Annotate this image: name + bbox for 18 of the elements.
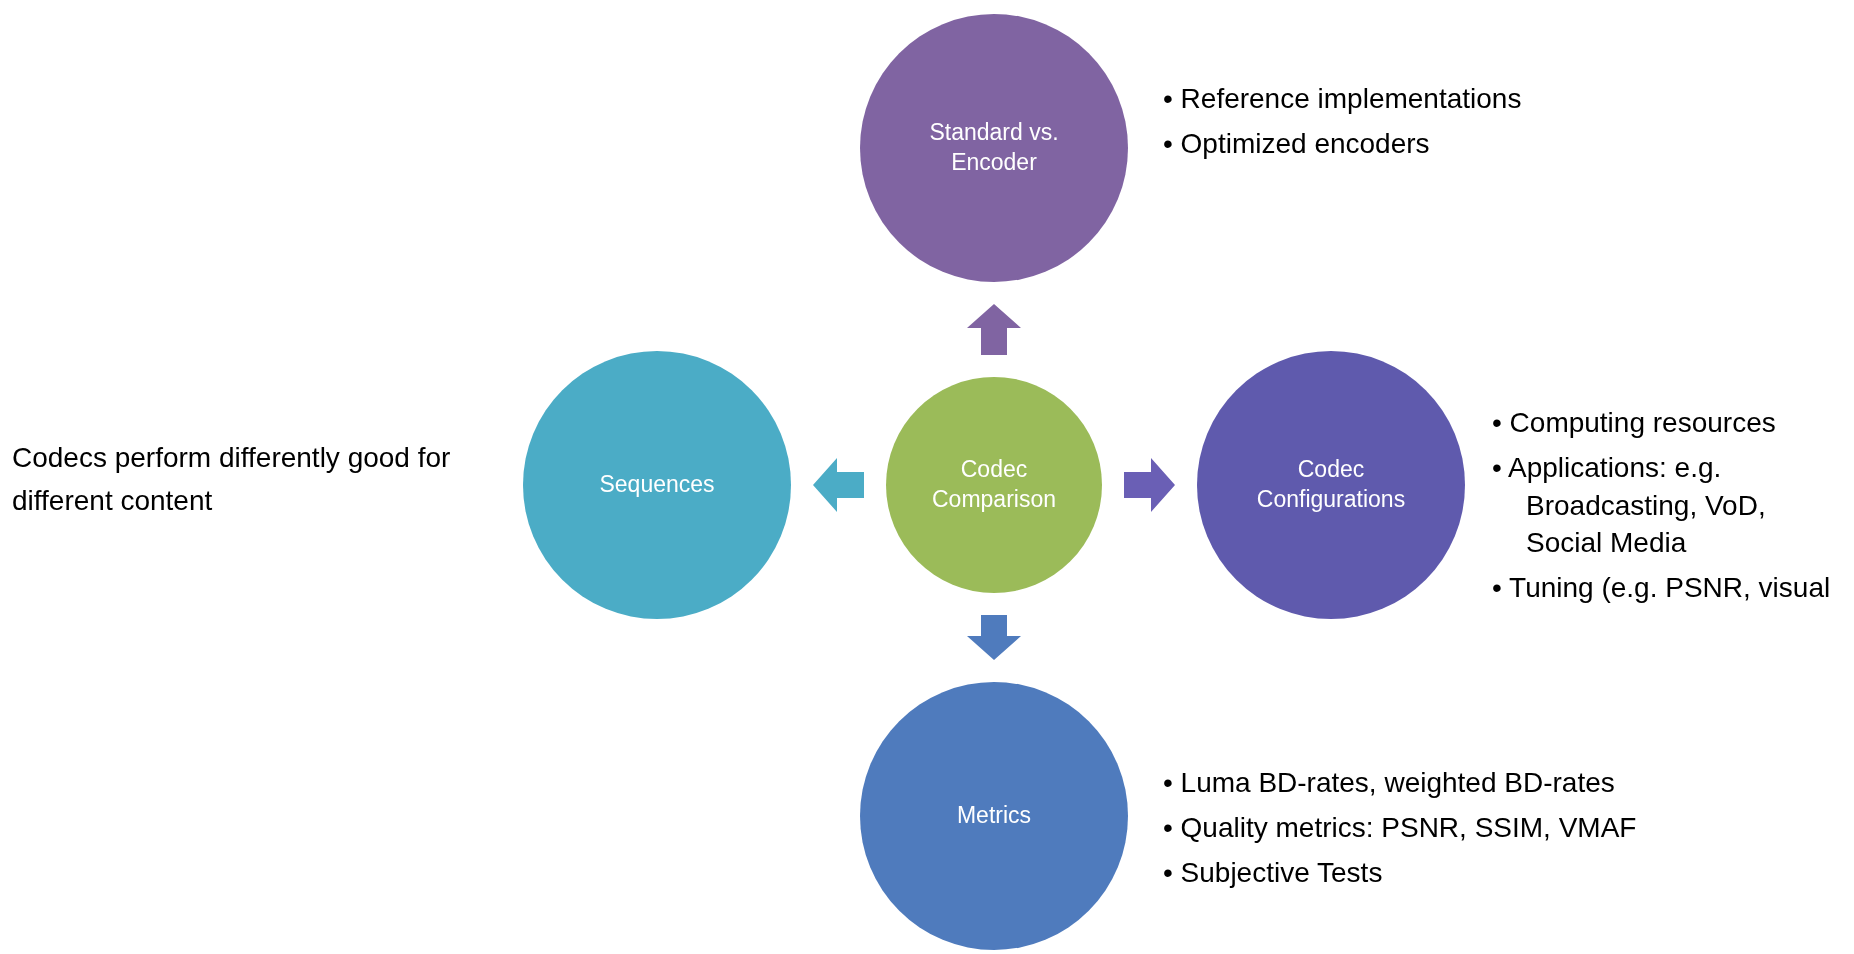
bullet-item: • Subjective Tests — [1163, 855, 1384, 890]
block-arrow — [967, 304, 1021, 355]
bullet-item: • Luma BD-rates, weighted BD-rates — [1163, 766, 1616, 800]
bullet-item: • Tuning (e.g. PSNR, visual — [1492, 571, 1832, 606]
node-label: Codec Comparison — [931, 455, 1057, 514]
bullet-item: • Optimized encoders — [1163, 126, 1431, 161]
node-label: Standard vs. Encoder — [928, 118, 1060, 177]
node-label: Codec Configurations — [1255, 455, 1407, 514]
bullet-item: • Reference implementations — [1163, 82, 1523, 116]
node-label: Sequences — [599, 470, 715, 500]
side-note: Codecs perform differently good for different content — [12, 441, 452, 519]
bullet-item: • Computing resources — [1492, 406, 1777, 440]
block-arrow — [813, 458, 864, 512]
block-arrow — [1124, 458, 1175, 512]
block-arrow — [967, 615, 1021, 660]
bullet-item: • Applications: e.g. Broadcasting, VoD, Social Media — [1492, 450, 1767, 561]
node-label: Metrics — [956, 801, 1032, 831]
bullet-item: • Quality metrics: PSNR, SSIM, VMAF — [1163, 810, 1638, 845]
